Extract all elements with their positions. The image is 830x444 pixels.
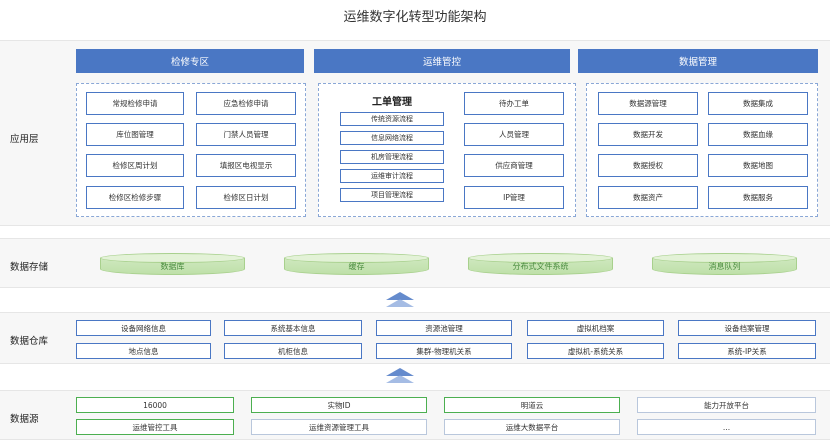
room-management-flow-button[interactable]: 机房管理流程	[340, 150, 444, 164]
source-physical-id-cell[interactable]: 实物ID	[251, 397, 427, 413]
data-authorization-button[interactable]: 数据授权	[598, 154, 698, 177]
datasource-management-button[interactable]: 数据源管理	[598, 92, 698, 115]
info-network-flow-button[interactable]: 信息网络流程	[340, 131, 444, 145]
distributed-fs-label: 分布式文件系统	[512, 262, 569, 271]
data-assets-button[interactable]: 数据资产	[598, 186, 698, 209]
supplier-management-button[interactable]: 供应商管理	[464, 154, 564, 177]
location-map-button[interactable]: 库位图管理	[86, 123, 184, 146]
page-title: 运维数字化转型功能架构	[343, 9, 487, 25]
storage-layer-band: 数据存储 数据库 缓存 分布式文件系统 消息队列	[0, 238, 830, 288]
source-open-platform-cell[interactable]: 能力开放平台	[637, 397, 816, 413]
device-archive-cell[interactable]: 设备档案管理	[678, 320, 816, 336]
data-map-button[interactable]: 数据地图	[708, 154, 808, 177]
access-staff-button[interactable]: 门禁人员管理	[196, 123, 296, 146]
ops-control-header[interactable]: 运维管控	[314, 49, 570, 73]
vm-archive-cell[interactable]: 虚拟机档案	[527, 320, 664, 336]
vm-system-relation-cell[interactable]: 虚拟机-系统关系	[527, 343, 664, 359]
maintenance-zone-header[interactable]: 检修专区	[76, 49, 304, 73]
source-layer-label: 数据源	[10, 414, 39, 425]
data-management-header[interactable]: 数据管理	[578, 49, 818, 73]
cluster-host-relation-cell[interactable]: 集群-物理机关系	[376, 343, 512, 359]
system-basic-info-cell[interactable]: 系统基本信息	[224, 320, 362, 336]
data-lineage-button[interactable]: 数据血缘	[708, 123, 808, 146]
application-layer-label: 应用层	[10, 134, 39, 145]
distributed-fs-cylinder[interactable]: 分布式文件系统	[468, 253, 613, 275]
data-integration-button[interactable]: 数据集成	[708, 92, 808, 115]
warehouse-layer-label: 数据仓库	[10, 336, 49, 347]
resource-pool-cell[interactable]: 资源池管理	[376, 320, 512, 336]
ops-audit-flow-button[interactable]: 运维审计流程	[340, 169, 444, 183]
source-bigdata-platform-cell[interactable]: 运维大数据平台	[444, 419, 620, 435]
application-layer-band: 应用层 检修专区 常规检修申请 应急检修申请 库位图管理 门禁人员管理 检修区周…	[0, 40, 830, 226]
storage-layer-label: 数据存储	[10, 262, 49, 273]
source-mingdao-cloud-cell[interactable]: 明道云	[444, 397, 620, 413]
distributed-fs-cylinder-top	[468, 253, 613, 263]
cabinet-info-cell[interactable]: 机柜信息	[224, 343, 362, 359]
traditional-resource-flow-button[interactable]: 传统资源流程	[340, 112, 444, 126]
source-layer-band: 数据源 16000 实物ID 明道云 能力开放平台 运维管控工具 运维资源管理工…	[0, 390, 830, 440]
weekly-plan-button[interactable]: 检修区周计划	[86, 154, 184, 177]
source-16000-cell[interactable]: 16000	[76, 397, 234, 413]
repair-steps-button[interactable]: 检修区检修步骤	[86, 186, 184, 209]
up-arrow-icon	[386, 292, 414, 307]
tv-display-button[interactable]: 填报区电视显示	[196, 154, 296, 177]
source-resource-tool-cell[interactable]: 运维资源管理工具	[251, 419, 427, 435]
database-cylinder-top	[100, 253, 245, 263]
cache-cylinder[interactable]: 缓存	[284, 253, 429, 275]
up-arrow-icon	[386, 368, 414, 383]
project-management-flow-button[interactable]: 项目管理流程	[340, 188, 444, 202]
warehouse-layer-band: 数据仓库 设备网络信息 系统基本信息 资源池管理 虚拟机档案 设备档案管理 地点…	[0, 312, 830, 364]
staff-management-button[interactable]: 人员管理	[464, 123, 564, 146]
message-queue-cylinder-top	[652, 253, 797, 263]
daily-plan-button[interactable]: 检修区日计划	[196, 186, 296, 209]
cache-cylinder-top	[284, 253, 429, 263]
source-ops-control-tool-cell[interactable]: 运维管控工具	[76, 419, 234, 435]
routine-repair-request-button[interactable]: 常规检修申请	[86, 92, 184, 115]
message-queue-cylinder[interactable]: 消息队列	[652, 253, 797, 275]
emergency-repair-request-button[interactable]: 应急检修申请	[196, 92, 296, 115]
database-label: 数据库	[160, 262, 185, 271]
work-order-title: 工单管理	[372, 97, 412, 108]
ip-management-button[interactable]: IP管理	[464, 186, 564, 209]
cache-label: 缓存	[348, 262, 365, 271]
data-services-button[interactable]: 数据服务	[708, 186, 808, 209]
location-info-cell[interactable]: 地点信息	[76, 343, 211, 359]
message-queue-label: 消息队列	[708, 262, 741, 271]
todo-orders-button[interactable]: 待办工单	[464, 92, 564, 115]
device-network-info-cell[interactable]: 设备网络信息	[76, 320, 211, 336]
source-more-cell[interactable]: ...	[637, 419, 816, 435]
database-cylinder[interactable]: 数据库	[100, 253, 245, 275]
data-development-button[interactable]: 数据开发	[598, 123, 698, 146]
system-ip-relation-cell[interactable]: 系统-IP关系	[678, 343, 816, 359]
